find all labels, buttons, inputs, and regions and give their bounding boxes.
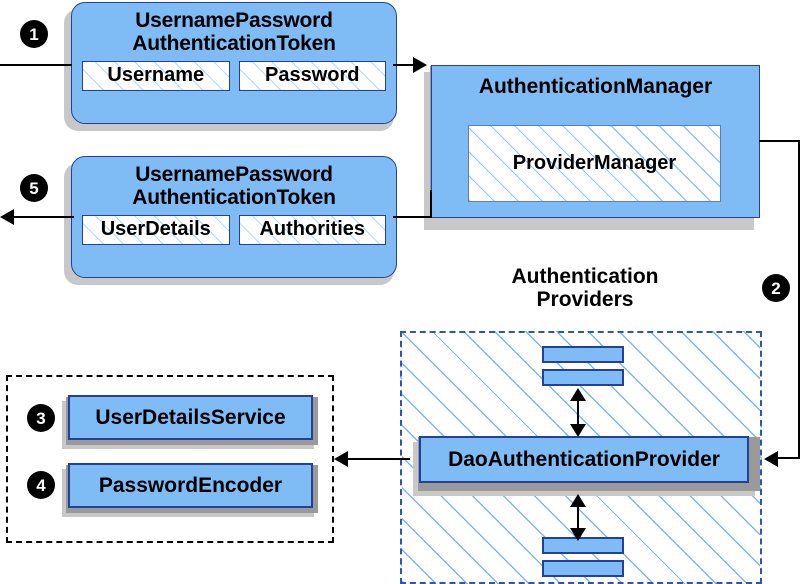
step-badge-5: 5 [21,175,47,201]
response-token-title: UsernamePassword AuthenticationToken [132,163,336,209]
request-token-title-line1: UsernamePassword [135,9,333,32]
manager-to-response-horizontal [393,216,432,218]
provider-placeholder-top-1 [542,346,624,363]
userdetailsservice-label: UserDetailsService [95,405,286,429]
outgoing-response-arrowhead [0,209,14,225]
field-username: Username [82,61,230,92]
authentication-providers-label-line1: Authentication [511,265,659,288]
step-badge-3-label: 3 [36,408,46,428]
provider-to-dependencies-line [348,458,410,460]
field-userdetails: UserDetails [82,215,230,246]
token-to-manager-arrowhead [413,57,427,73]
field-password: Password [238,61,386,92]
step-badge-1: 1 [21,21,47,47]
provider-link-top-line [577,396,579,428]
field-authorities: Authorities [238,215,386,246]
dao-authentication-provider-label: DaoAuthenticationProvider [448,447,720,471]
provider-link-bottom-arrow-down [570,528,586,541]
provider-manager-label: ProviderManager [512,152,677,174]
request-token-fields: Username Password [72,61,396,92]
outgoing-response-line [14,216,74,218]
step-badge-5-label: 5 [29,178,39,198]
provider-placeholder-bottom-2 [542,560,624,577]
request-token-title-line2: AuthenticationToken [132,31,336,55]
manager-to-provider-arrowhead [764,451,778,467]
response-token-title-line2: AuthenticationToken [132,185,336,209]
provider-link-bottom-arrow-up [570,494,586,507]
authentication-providers-label-line2: Providers [536,287,634,311]
incoming-request-line [0,64,72,66]
response-token-fields: UserDetails Authorities [72,215,396,246]
step-badge-4: 4 [28,472,54,498]
userdetailsservice-box: UserDetailsService [68,395,313,440]
response-token-card: UsernamePassword AuthenticationToken Use… [71,156,397,278]
provider-link-top-arrow-down [570,424,586,437]
provider-link-bottom-line [577,502,579,532]
step-badge-3: 3 [28,405,54,431]
response-token-title-line1: UsernamePassword [135,163,333,186]
step-badge-1-label: 1 [29,24,39,44]
token-to-manager-line [393,64,425,66]
step-badge-2-label: 2 [771,278,781,298]
manager-to-provider-vertical-right [798,140,800,458]
dao-authentication-provider-box: DaoAuthenticationProvider [419,436,749,483]
provider-link-top-arrow-up [570,388,586,401]
authentication-providers-label: Authentication Providers [440,265,730,311]
passwordencoder-box: PasswordEncoder [68,463,313,508]
provider-placeholder-top-2 [542,369,624,386]
manager-to-response-vertical [430,190,432,218]
manager-to-provider-horizontal-bottom [778,457,800,459]
request-token-card: UsernamePassword AuthenticationToken Use… [71,2,397,124]
request-token-title: UsernamePassword AuthenticationToken [132,9,336,55]
step-badge-2: 2 [763,275,789,301]
passwordencoder-label: PasswordEncoder [98,473,283,497]
provider-to-dependencies-arrowhead [334,451,348,467]
manager-to-provider-horizontal-top [759,140,800,142]
provider-manager-box: ProviderManager [468,125,721,202]
step-badge-4-label: 4 [36,475,46,495]
authentication-manager-title: AuthenticationManager [478,75,713,98]
